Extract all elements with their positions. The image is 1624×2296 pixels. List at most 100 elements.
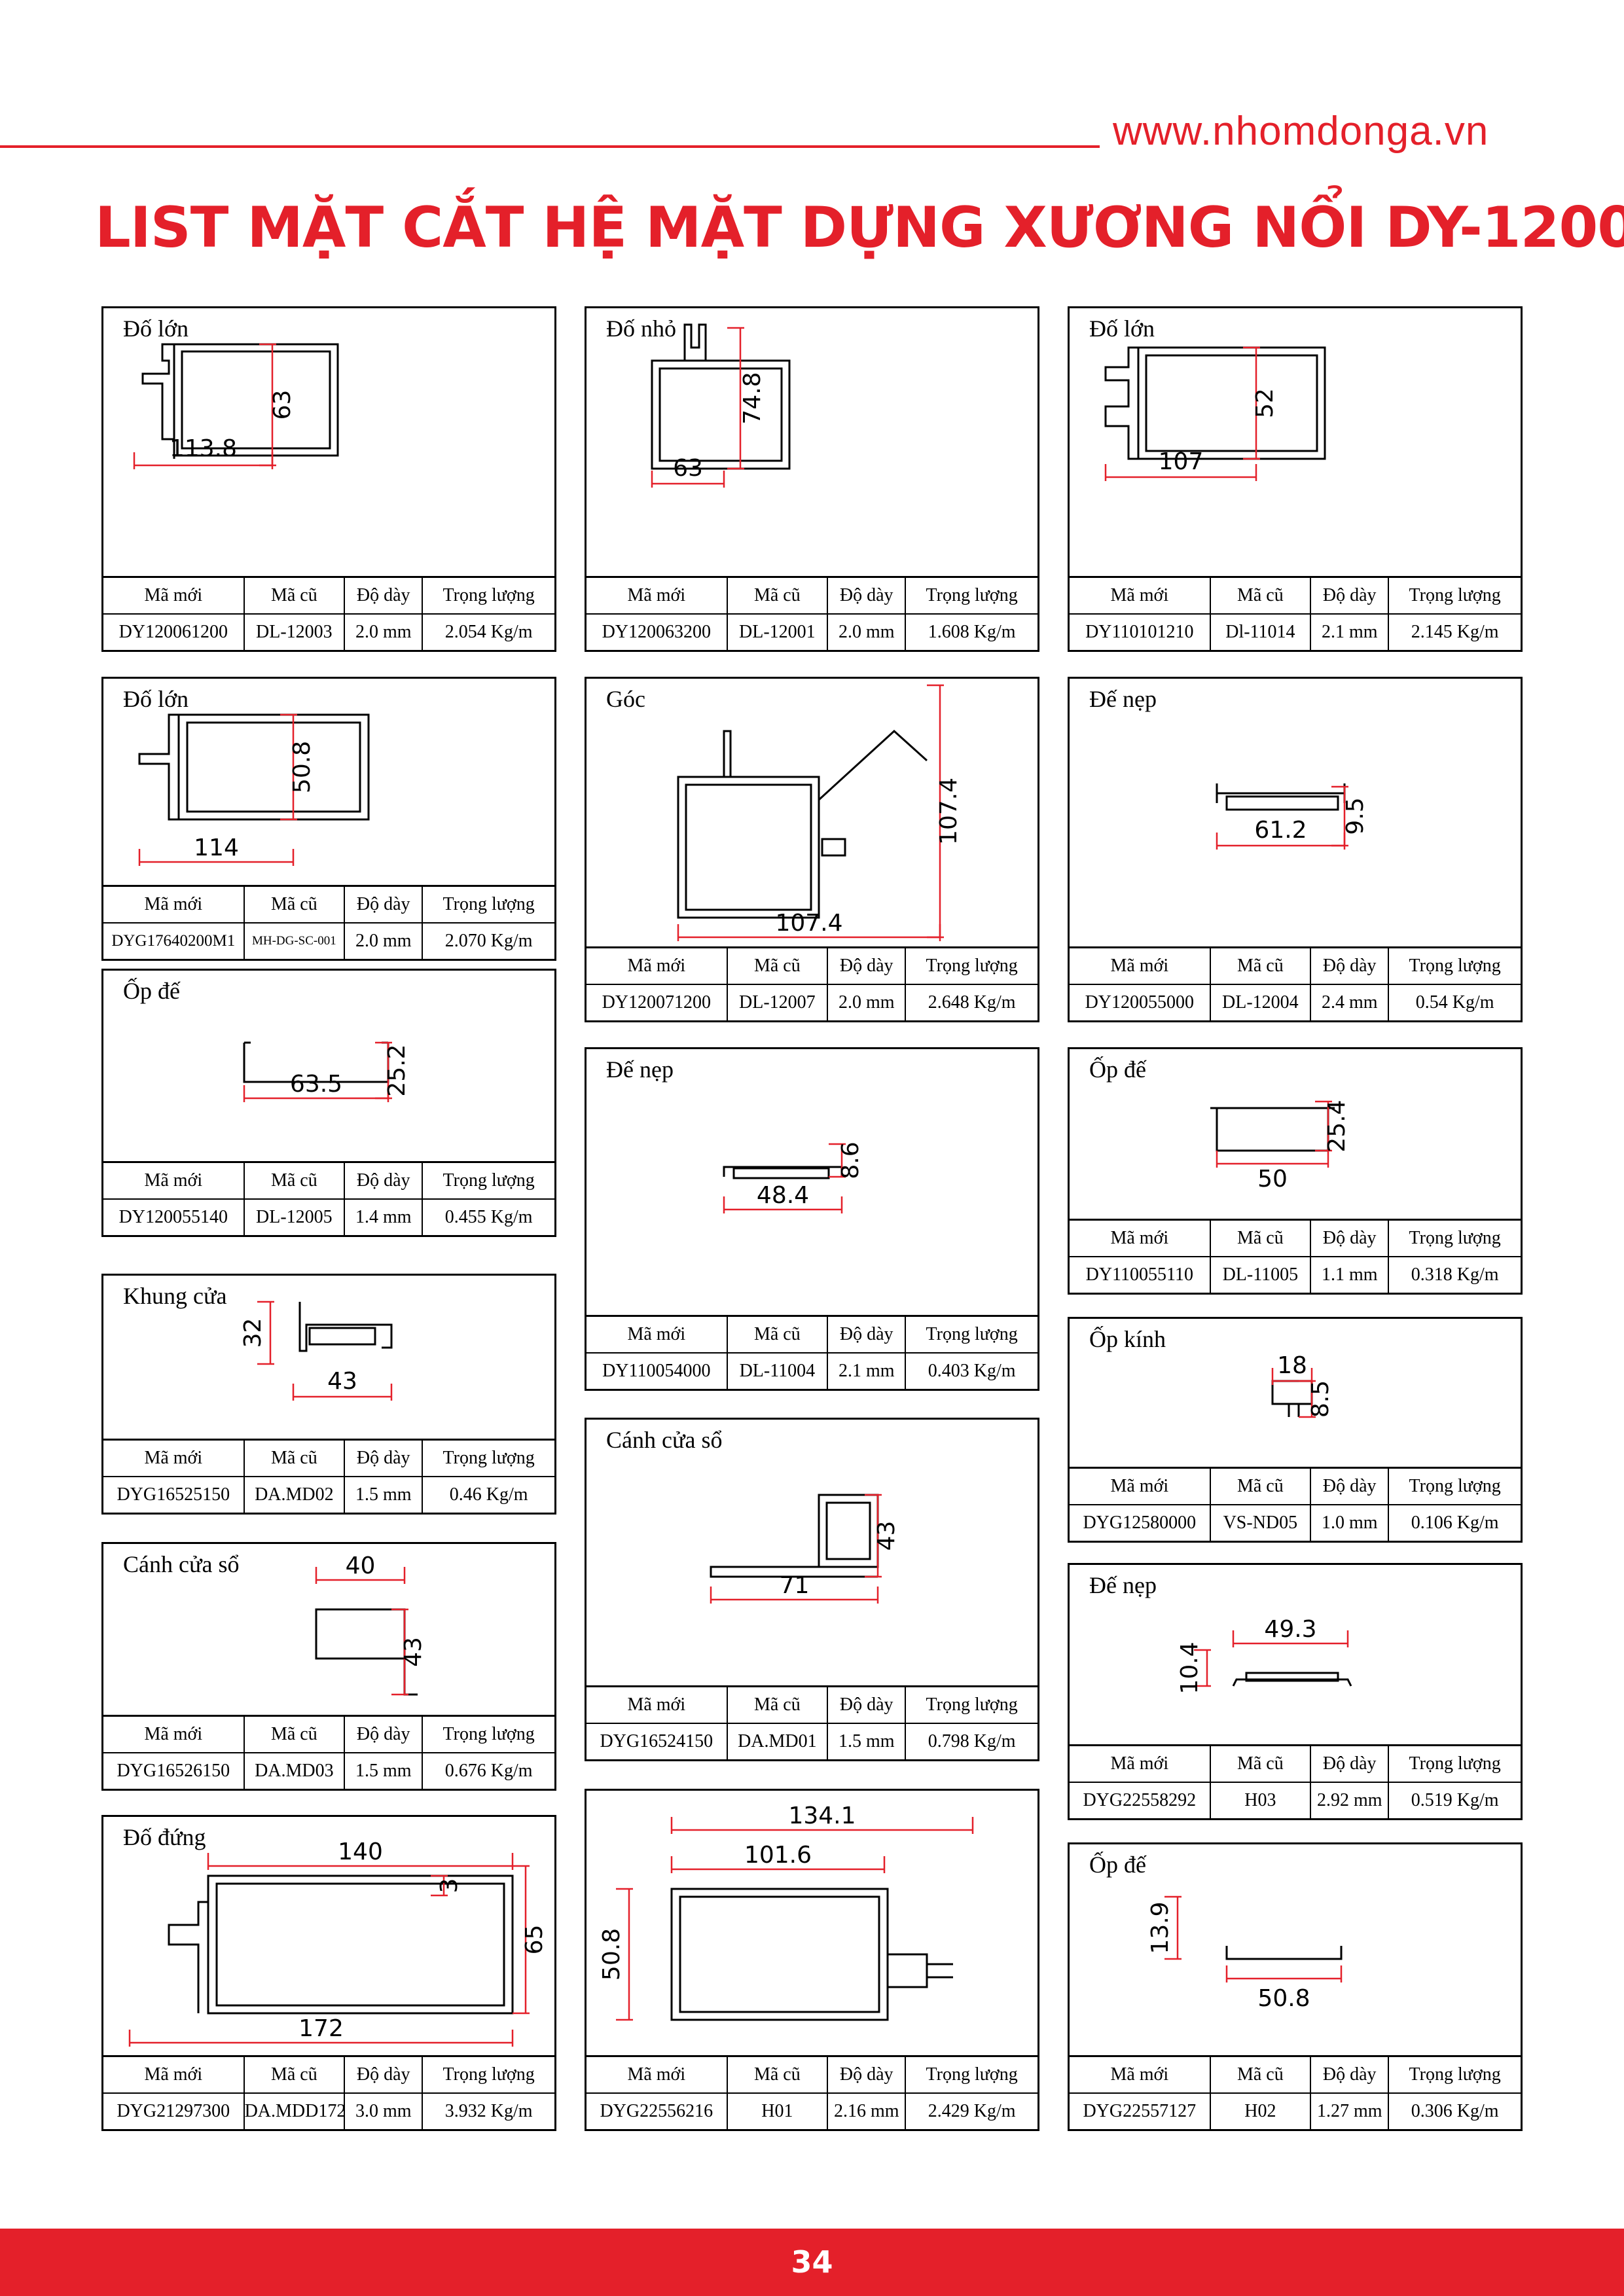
dimension-label: 43 [400, 1637, 427, 1667]
dimension-label: 134.1 [788, 1803, 856, 1829]
spec-value-weight: 0.106 Kg/m [1388, 1504, 1521, 1541]
spec-value-new-code: DY110054000 [586, 1352, 728, 1389]
spec-value-weight: 2.145 Kg/m [1388, 613, 1521, 650]
spec-header-new-code: Mã mới [586, 1685, 728, 1724]
spec-header-new-code: Mã mới [586, 576, 728, 615]
spec-header-old-code: Mã cũ [1209, 1744, 1312, 1783]
spec-value-old-code: DA.MD02 [243, 1476, 346, 1513]
spec-header-new-code: Mã mới [103, 1439, 245, 1477]
spec-value-old-code: MH-DG-SC-001 [243, 922, 346, 959]
profile-name: Đố lớn [123, 686, 189, 712]
spec-header-weight: Trọng lượng [1388, 1467, 1521, 1505]
spec-header-thickness: Độ dày [1310, 1219, 1390, 1257]
profile-name: Đố lớn [123, 315, 189, 342]
spec-header-new-code: Mã mới [586, 1315, 728, 1354]
dimension-label: 74.8 [739, 372, 766, 424]
spec-header-thickness: Độ dày [344, 576, 424, 615]
spec-header-old-code: Mã cũ [243, 2055, 346, 2094]
spec-value-weight: 0.798 Kg/m [905, 1723, 1038, 1759]
spec-value-old-code: DA.MD03 [243, 1752, 346, 1789]
dimension-label: 25.4 [1324, 1100, 1350, 1152]
profile-edge [141, 343, 174, 440]
dimension-label: 13.9 [1147, 1901, 1174, 1954]
profile-outline [1225, 795, 1339, 811]
spec-value-new-code: DYG22556216 [586, 2092, 728, 2129]
profile-name: Ốp đế [1089, 1852, 1146, 1878]
spec-value-thickness: 3.0 mm [344, 2092, 424, 2129]
spec-header-old-code: Mã cũ [726, 1315, 829, 1354]
spec-header-weight: Trọng lượng [1388, 946, 1521, 985]
spec-header-thickness: Độ dày [344, 1439, 424, 1477]
profile-cross-section-drawing: 49.310.4 [1176, 1616, 1352, 1695]
spec-value-old-code: DA.MDD172 [243, 2092, 346, 2129]
spec-header-old-code: Mã cũ [726, 1685, 829, 1724]
spec-header-old-code: Mã cũ [726, 2055, 829, 2094]
spec-value-thickness: 1.5 mm [827, 1723, 907, 1759]
spec-header-thickness: Độ dày [827, 1685, 907, 1724]
dimension-label: 40 [346, 1552, 376, 1579]
spec-header-new-code: Mã mới [586, 946, 728, 985]
spec-header-new-code: Mã mới [1070, 576, 1211, 615]
spec-header-new-code: Mã mới [1070, 2055, 1211, 2094]
spec-header-weight: Trọng lượng [422, 1161, 554, 1200]
spec-value-thickness: 2.16 mm [827, 2092, 907, 2129]
spec-value-thickness: 1.4 mm [344, 1198, 424, 1235]
spec-value-old-code: DL-11004 [726, 1352, 829, 1389]
page-number: 34 [791, 2244, 833, 2280]
spec-header-new-code: Mã mới [103, 885, 245, 924]
spec-header-thickness: Độ dày [827, 2055, 907, 2094]
profile-edge [683, 323, 707, 361]
profile-outline [186, 721, 361, 813]
spec-header-new-code: Mã mới [103, 1715, 245, 1753]
spec-header-new-code: Mã mới [1070, 1467, 1211, 1505]
spec-header-thickness: Độ dày [1310, 2055, 1390, 2094]
dimension-label: 8.6 [837, 1141, 864, 1179]
spec-value-weight: 0.306 Kg/m [1388, 2092, 1521, 2129]
profile-cross-section-drawing: 40 43 [315, 1552, 427, 1696]
spec-header-new-code: Mã mới [103, 576, 245, 615]
dimension-label: 9.5 [1342, 797, 1369, 834]
spec-header-weight: Trọng lượng [1388, 1744, 1521, 1783]
spec-value-thickness: 1.0 mm [1310, 1504, 1390, 1541]
profile-cross-section-drawing: 188.5 [1271, 1352, 1334, 1418]
spec-value-new-code: DYG16525150 [103, 1476, 245, 1513]
profile-edge [888, 1953, 928, 1988]
spec-header-old-code: Mã cũ [243, 1439, 346, 1477]
footer-bar: 34 [0, 2229, 1624, 2296]
profile-cross-section-drawing: 48.48.6 [723, 1141, 864, 1213]
profile-edge [1232, 1678, 1352, 1687]
dimension-label: 25.2 [384, 1044, 410, 1096]
spec-header-thickness: Độ dày [1310, 1744, 1390, 1783]
spec-value-old-code: DL-11005 [1209, 1256, 1312, 1293]
profile-edge [138, 713, 179, 821]
profile-edge [818, 729, 928, 801]
profile-name: Ốp kính [1089, 1326, 1166, 1352]
spec-header-weight: Trọng lượng [1388, 576, 1521, 615]
spec-header-old-code: Mã cũ [1209, 2055, 1312, 2094]
spec-value-weight: 0.318 Kg/m [1388, 1256, 1521, 1293]
spec-value-weight: 1.608 Kg/m [905, 613, 1038, 650]
spec-value-thickness: 2.0 mm [344, 922, 424, 959]
spec-header-old-code: Mã cũ [243, 1715, 346, 1753]
spec-header-new-code: Mã mới [1070, 1219, 1211, 1257]
spec-value-new-code: DYG12580000 [1070, 1504, 1211, 1541]
spec-value-old-code: H02 [1209, 2092, 1312, 2129]
profile-outline [1137, 346, 1326, 460]
profile-edge [1225, 1946, 1343, 1960]
spec-value-thickness: 1.5 mm [344, 1476, 424, 1513]
profile-outline [308, 1327, 376, 1346]
profile-name: Ốp đế [1089, 1056, 1146, 1083]
spec-value-new-code: DYG16524150 [586, 1723, 728, 1759]
